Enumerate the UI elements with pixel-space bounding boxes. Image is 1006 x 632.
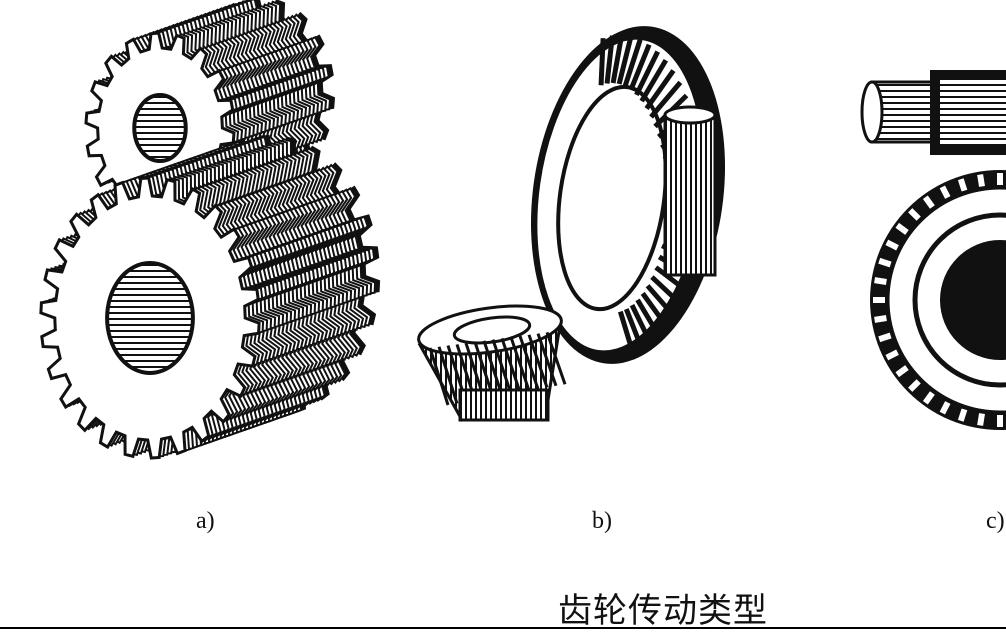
spur-gear-pair-icon — [39, 0, 381, 460]
figure-title: 齿轮传动类型 — [558, 591, 768, 631]
caption-c: c) — [986, 508, 1005, 534]
caption-b: b) — [592, 508, 612, 534]
bevel-gear-pair-icon — [417, 26, 726, 422]
worm-gear-icon — [860, 70, 1006, 430]
divider — [0, 627, 1006, 629]
caption-a: a) — [196, 508, 215, 534]
